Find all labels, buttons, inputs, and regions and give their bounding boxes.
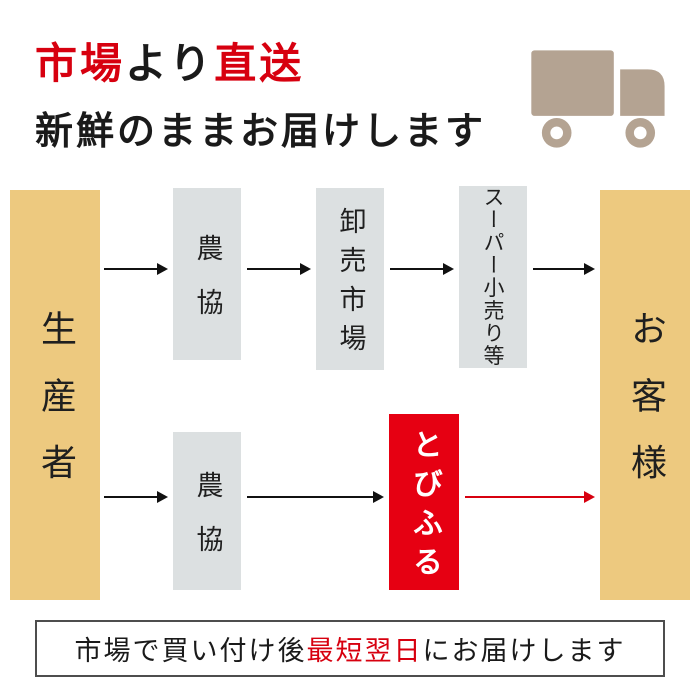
arrow-coop-to-tobifuru: [247, 491, 384, 503]
title-accent-2: 直送: [214, 39, 305, 88]
coop-bottom-label: 農協: [191, 470, 223, 579]
arrow-wholesale-to-supermarket: [390, 263, 454, 275]
arrow-producer-to-coop-bottom: [104, 491, 168, 503]
wholesale-market-label: 卸売市場: [334, 206, 366, 364]
footer-highlight: 最短翌日: [306, 636, 423, 667]
route-step-coop-bottom: 農協: [173, 432, 241, 590]
title-accent-1: 市場: [35, 39, 126, 88]
route-step-coop-top: 農協: [173, 188, 241, 360]
footer-text-before: 市場で買い付け後: [74, 636, 307, 667]
delivery-truck-icon: [528, 44, 670, 154]
arrow-supermarket-to-customer: [533, 263, 595, 275]
arrow-producer-to-coop-top: [104, 263, 168, 275]
customer-box: お客様: [600, 190, 690, 600]
title-plain: より: [125, 39, 215, 88]
producer-label: 生産者: [35, 310, 76, 511]
route-step-wholesale-market: 卸売市場: [316, 188, 384, 370]
page-subtitle: 新鮮のままお届けします: [35, 108, 487, 153]
route-step-tobifuru: とびふる: [389, 414, 459, 590]
supermarket-label: スーパー小売り等: [481, 186, 505, 368]
page-title: 市場より直送: [35, 30, 304, 91]
customer-label: お客様: [625, 310, 666, 511]
coop-top-label: 農協: [191, 233, 223, 342]
producer-box: 生産者: [10, 190, 100, 600]
footer-text-after: にお届けします: [422, 636, 626, 667]
route-step-supermarket: スーパー小売り等: [459, 186, 527, 368]
footer-banner: 市場で買い付け後最短翌日にお届けします: [35, 620, 665, 677]
arrow-tobifuru-to-customer: [465, 491, 595, 503]
arrow-coop-to-wholesale: [247, 263, 311, 275]
tobifuru-label: とびふる: [407, 428, 442, 585]
